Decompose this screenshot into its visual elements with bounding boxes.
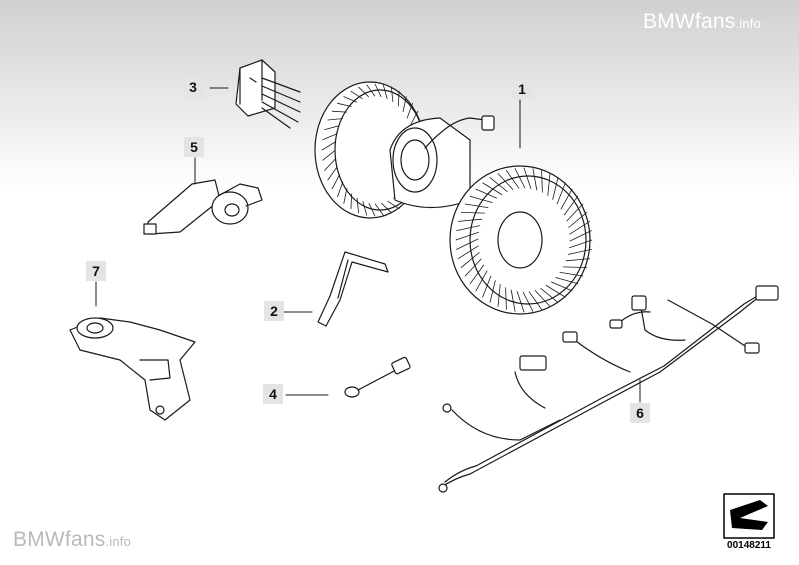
callout-part-4[interactable]: 4	[263, 384, 283, 404]
callout-part-7[interactable]: 7	[86, 261, 106, 281]
mounting-bracket-drawing	[317, 251, 389, 327]
watermark-top: BMWfans.info	[643, 10, 761, 34]
callout-part-5[interactable]: 5	[184, 137, 204, 157]
diagram-code: 00148211	[727, 540, 771, 551]
leader-lines	[95, 87, 641, 403]
watermark-bottom-brand: BMWfans	[13, 528, 106, 551]
temperature-sensor-drawing	[344, 356, 411, 398]
wiring-harness-drawing	[438, 285, 779, 493]
blower-motor-drawing	[314, 81, 593, 315]
servo-motor-drawing	[143, 179, 263, 235]
watermark-bottom: BMWfans.info	[13, 528, 131, 552]
watermark-top-brand: BMWfans	[643, 10, 736, 33]
callout-part-3[interactable]: 3	[183, 77, 203, 97]
watermark-bottom-suffix: .info	[105, 534, 131, 549]
diagram-code-symbol	[723, 493, 775, 539]
actuator-bracket-drawing	[69, 317, 196, 421]
callout-part-6[interactable]: 6	[630, 403, 650, 423]
callout-part-1[interactable]: 1	[512, 79, 532, 99]
resistor-drawing	[235, 59, 301, 129]
watermark-top-suffix: .info	[735, 16, 761, 31]
callout-part-2[interactable]: 2	[264, 301, 284, 321]
